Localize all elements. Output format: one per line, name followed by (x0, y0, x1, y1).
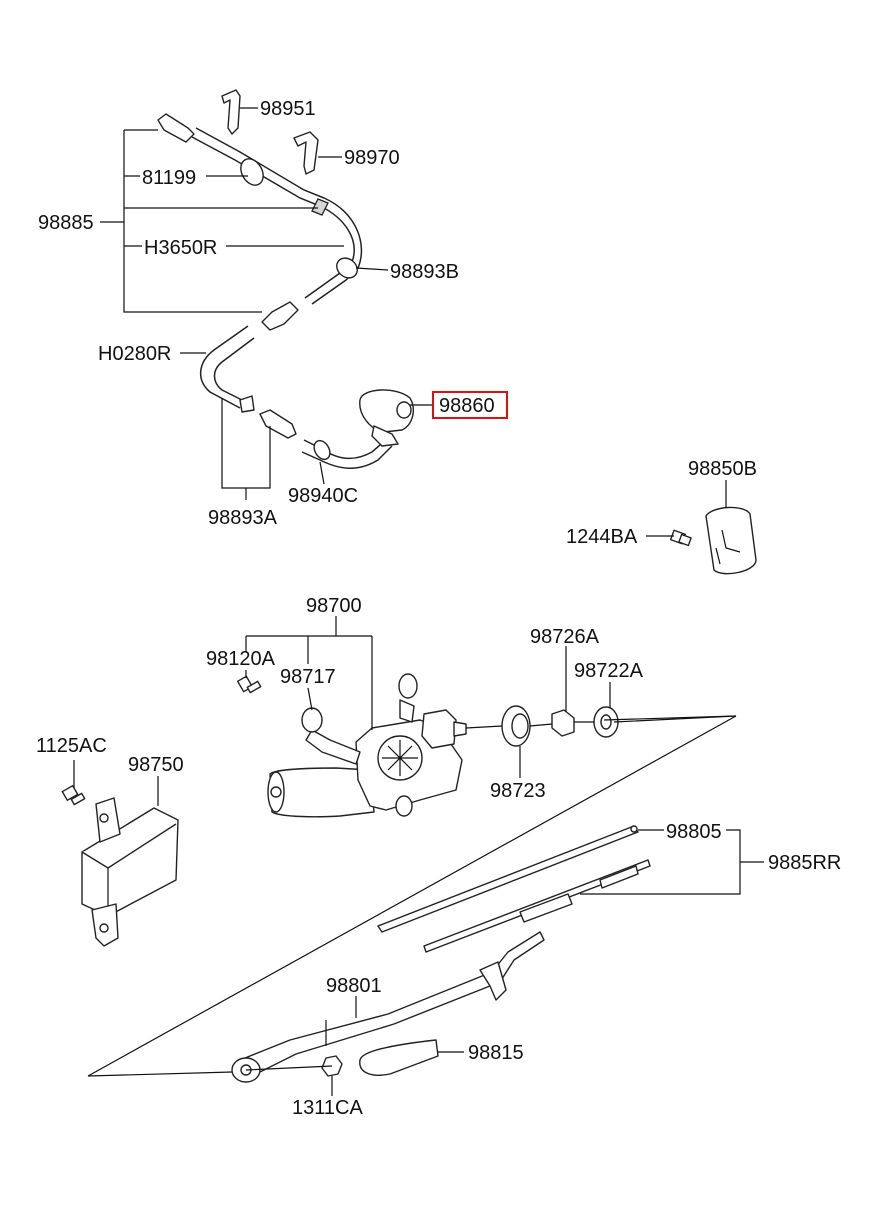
connector-top (157, 113, 195, 143)
label-81199[interactable]: 81199 (142, 167, 196, 189)
hose-band (311, 198, 329, 216)
bolt-98120a (236, 675, 262, 694)
grommet-98723 (501, 705, 531, 747)
label-98850b[interactable]: 98850B (688, 458, 757, 480)
label-98722a[interactable]: 98722A (574, 660, 644, 682)
label-98970[interactable]: 98970 (344, 147, 400, 169)
label-98815[interactable]: 98815 (468, 1042, 524, 1064)
highlight-box-98860 (432, 391, 508, 419)
label-98805[interactable]: 98805 (666, 821, 722, 843)
blade-98805 (377, 825, 639, 933)
hose-assembly (157, 89, 414, 469)
nut-98726a (551, 709, 575, 737)
label-98700[interactable]: 98700 (306, 595, 362, 617)
label-98893a[interactable]: 98893A (208, 507, 278, 529)
clip-98951 (221, 89, 241, 135)
label-h0280r[interactable]: H0280R (98, 343, 171, 365)
label-98951[interactable]: 98951 (260, 98, 316, 120)
module-98750 (81, 797, 179, 947)
cap-98850b (705, 506, 757, 575)
connector-98893a (259, 409, 297, 439)
wiper-arm-98801 (231, 931, 545, 1083)
part-labels: 98951 98970 81199 98885 H3650R 98893B H0… (36, 98, 841, 1119)
label-98885[interactable]: 98885 (38, 212, 94, 234)
label-98750[interactable]: 98750 (128, 754, 184, 776)
label-98723[interactable]: 98723 (490, 780, 546, 802)
leader-lines (73, 107, 764, 1096)
joint-connector-mid (261, 301, 299, 331)
rear-glass-outline (87, 715, 737, 1077)
clamp-81199 (240, 158, 264, 186)
label-98801[interactable]: 98801 (326, 975, 382, 997)
wiper-motor-98700 (267, 673, 467, 818)
clip-98970 (293, 131, 319, 175)
hose-h3650r (191, 136, 355, 299)
label-1244ba[interactable]: 1244BA (566, 526, 638, 548)
cap-98815 (359, 1039, 439, 1076)
blade-9885rr (423, 859, 651, 953)
label-98893b[interactable]: 98893B (390, 261, 459, 283)
label-98940c[interactable]: 98940C (288, 485, 358, 507)
hose-h0280r (200, 325, 249, 409)
label-98726a[interactable]: 98726A (530, 626, 600, 648)
screw-1244ba (669, 529, 692, 547)
label-9885rr[interactable]: 9885RR (768, 852, 841, 874)
clamp-98893b (336, 257, 358, 279)
washer-nozzle-98860[interactable] (359, 389, 414, 447)
label-98860[interactable]: 98860 (439, 395, 495, 417)
label-98120a[interactable]: 98120A (206, 648, 276, 670)
label-h3650r[interactable]: H3650R (144, 237, 217, 259)
label-1125ac[interactable]: 1125AC (36, 735, 107, 757)
screw-1125ac (61, 784, 86, 806)
label-1311ca[interactable]: 1311CA (292, 1097, 363, 1119)
label-98717[interactable]: 98717 (280, 666, 336, 688)
